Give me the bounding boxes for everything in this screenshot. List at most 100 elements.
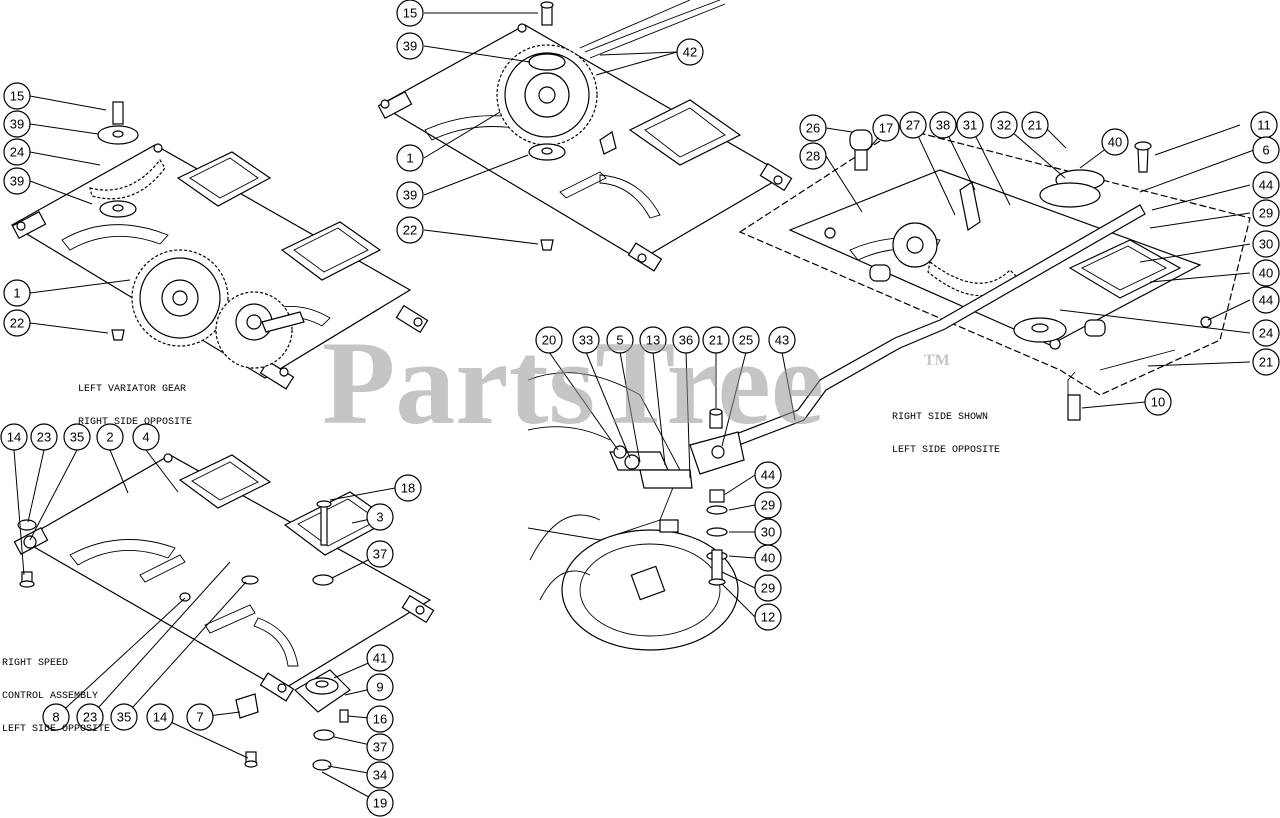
callout-label: 16 (373, 712, 387, 727)
callout-30: 30 (754, 518, 782, 546)
callout-circle (96, 423, 124, 451)
callout-label: 30 (761, 525, 775, 540)
callout-circle (754, 574, 782, 602)
callout-circle (396, 32, 424, 60)
callout-39: 39 (396, 32, 424, 60)
callout-label: 35 (70, 430, 84, 445)
callout-17: 17 (872, 114, 900, 142)
callout-circle (899, 111, 927, 139)
callout-label: 44 (761, 468, 775, 483)
callout-1: 1 (3, 279, 31, 307)
callout-13: 13 (639, 326, 667, 354)
note-line: LEFT SIDE OPPOSITE (892, 445, 1001, 456)
callout-label: 14 (7, 430, 21, 445)
callout-circle (606, 326, 634, 354)
callout-22: 22 (3, 309, 31, 337)
speed-control-hardware (17, 519, 351, 771)
callout-circle (572, 326, 600, 354)
callout-21: 21 (702, 326, 730, 354)
callout-circle (672, 326, 700, 354)
callout-circle (1144, 388, 1172, 416)
callout-circle (1101, 128, 1129, 156)
callout-15: 15 (396, 0, 424, 27)
callout-label: 1 (406, 151, 413, 166)
callout-circle (396, 216, 424, 244)
callout-label: 29 (1259, 206, 1273, 221)
callout-29: 29 (754, 491, 782, 519)
callout-circle (366, 644, 394, 672)
callout-label: 44 (1259, 178, 1273, 193)
callout-circle (30, 423, 58, 451)
callout-43: 43 (768, 326, 796, 354)
callout-label: 21 (1028, 118, 1042, 133)
callout-19: 19 (366, 789, 394, 817)
callout-35: 35 (63, 423, 91, 451)
callout-20: 20 (535, 326, 563, 354)
callout-label: 2 (106, 430, 113, 445)
callout-label: 39 (10, 117, 24, 132)
callout-14: 14 (146, 703, 174, 731)
callout-label: 40 (761, 551, 775, 566)
callout-circle (76, 703, 104, 731)
callout-23: 23 (76, 703, 104, 731)
callout-circle (3, 110, 31, 138)
callout-circle (1252, 286, 1280, 314)
callout-circle (1252, 199, 1280, 227)
callout-label: 6 (1262, 143, 1269, 158)
callout-23: 23 (30, 423, 58, 451)
leader-lines (13, 12, 1255, 804)
note-line: RIGHT SIDE SHOWN (892, 412, 989, 423)
callout-circle (754, 491, 782, 519)
callout-label: 15 (403, 6, 417, 21)
callout-label: 42 (683, 45, 697, 60)
callout-1: 1 (396, 144, 424, 172)
callout-circle (872, 114, 900, 142)
callout-label: 21 (709, 333, 723, 348)
callout-label: 37 (373, 740, 387, 755)
callout-label: 17 (879, 121, 893, 136)
callout-circle (754, 461, 782, 489)
note-line: LEFT VARIATOR GEAR (78, 384, 187, 395)
callout-41: 41 (366, 644, 394, 672)
callout-35: 35 (110, 703, 138, 731)
callout-circle (702, 326, 730, 354)
callout-36: 36 (672, 326, 700, 354)
callout-21: 21 (1021, 111, 1049, 139)
callout-25: 25 (732, 326, 760, 354)
note-speed-control: RIGHT SPEED CONTROL ASSEMBLY LEFT SIDE O… (2, 636, 110, 746)
callout-27: 27 (899, 111, 927, 139)
callout-6: 6 (1252, 136, 1280, 164)
upper-variator-plate (377, 23, 793, 272)
callout-circle (0, 423, 28, 451)
callout-circle (146, 703, 174, 731)
callout-42: 42 (676, 38, 704, 66)
callout-label: 43 (775, 333, 789, 348)
callout-10: 10 (1144, 388, 1172, 416)
callout-circle (1252, 319, 1280, 347)
callout-circle (1252, 259, 1280, 287)
callout-39: 39 (3, 110, 31, 138)
callout-label: 29 (761, 581, 775, 596)
callout-12: 12 (754, 603, 782, 631)
callout-38: 38 (929, 111, 957, 139)
callout-circle (1252, 230, 1280, 258)
note-line: RIGHT SPEED (2, 658, 69, 669)
callout-label: 40 (1259, 266, 1273, 281)
callout-40: 40 (754, 544, 782, 572)
callout-label: 31 (963, 118, 977, 133)
callout-label: 34 (373, 768, 387, 783)
callout-2: 2 (96, 423, 124, 451)
callout-29: 29 (754, 574, 782, 602)
callout-circle (1021, 111, 1049, 139)
callout-label: 39 (10, 174, 24, 189)
callout-label: 24 (10, 145, 24, 160)
callout-label: 14 (153, 710, 167, 725)
callout-39: 39 (3, 167, 31, 195)
linkage-detail (527, 372, 745, 651)
callout-label: 3 (376, 510, 383, 525)
callout-9: 9 (366, 673, 394, 701)
callout-label: 21 (1259, 355, 1273, 370)
callout-circle (990, 111, 1018, 139)
callout-circle (799, 142, 827, 170)
